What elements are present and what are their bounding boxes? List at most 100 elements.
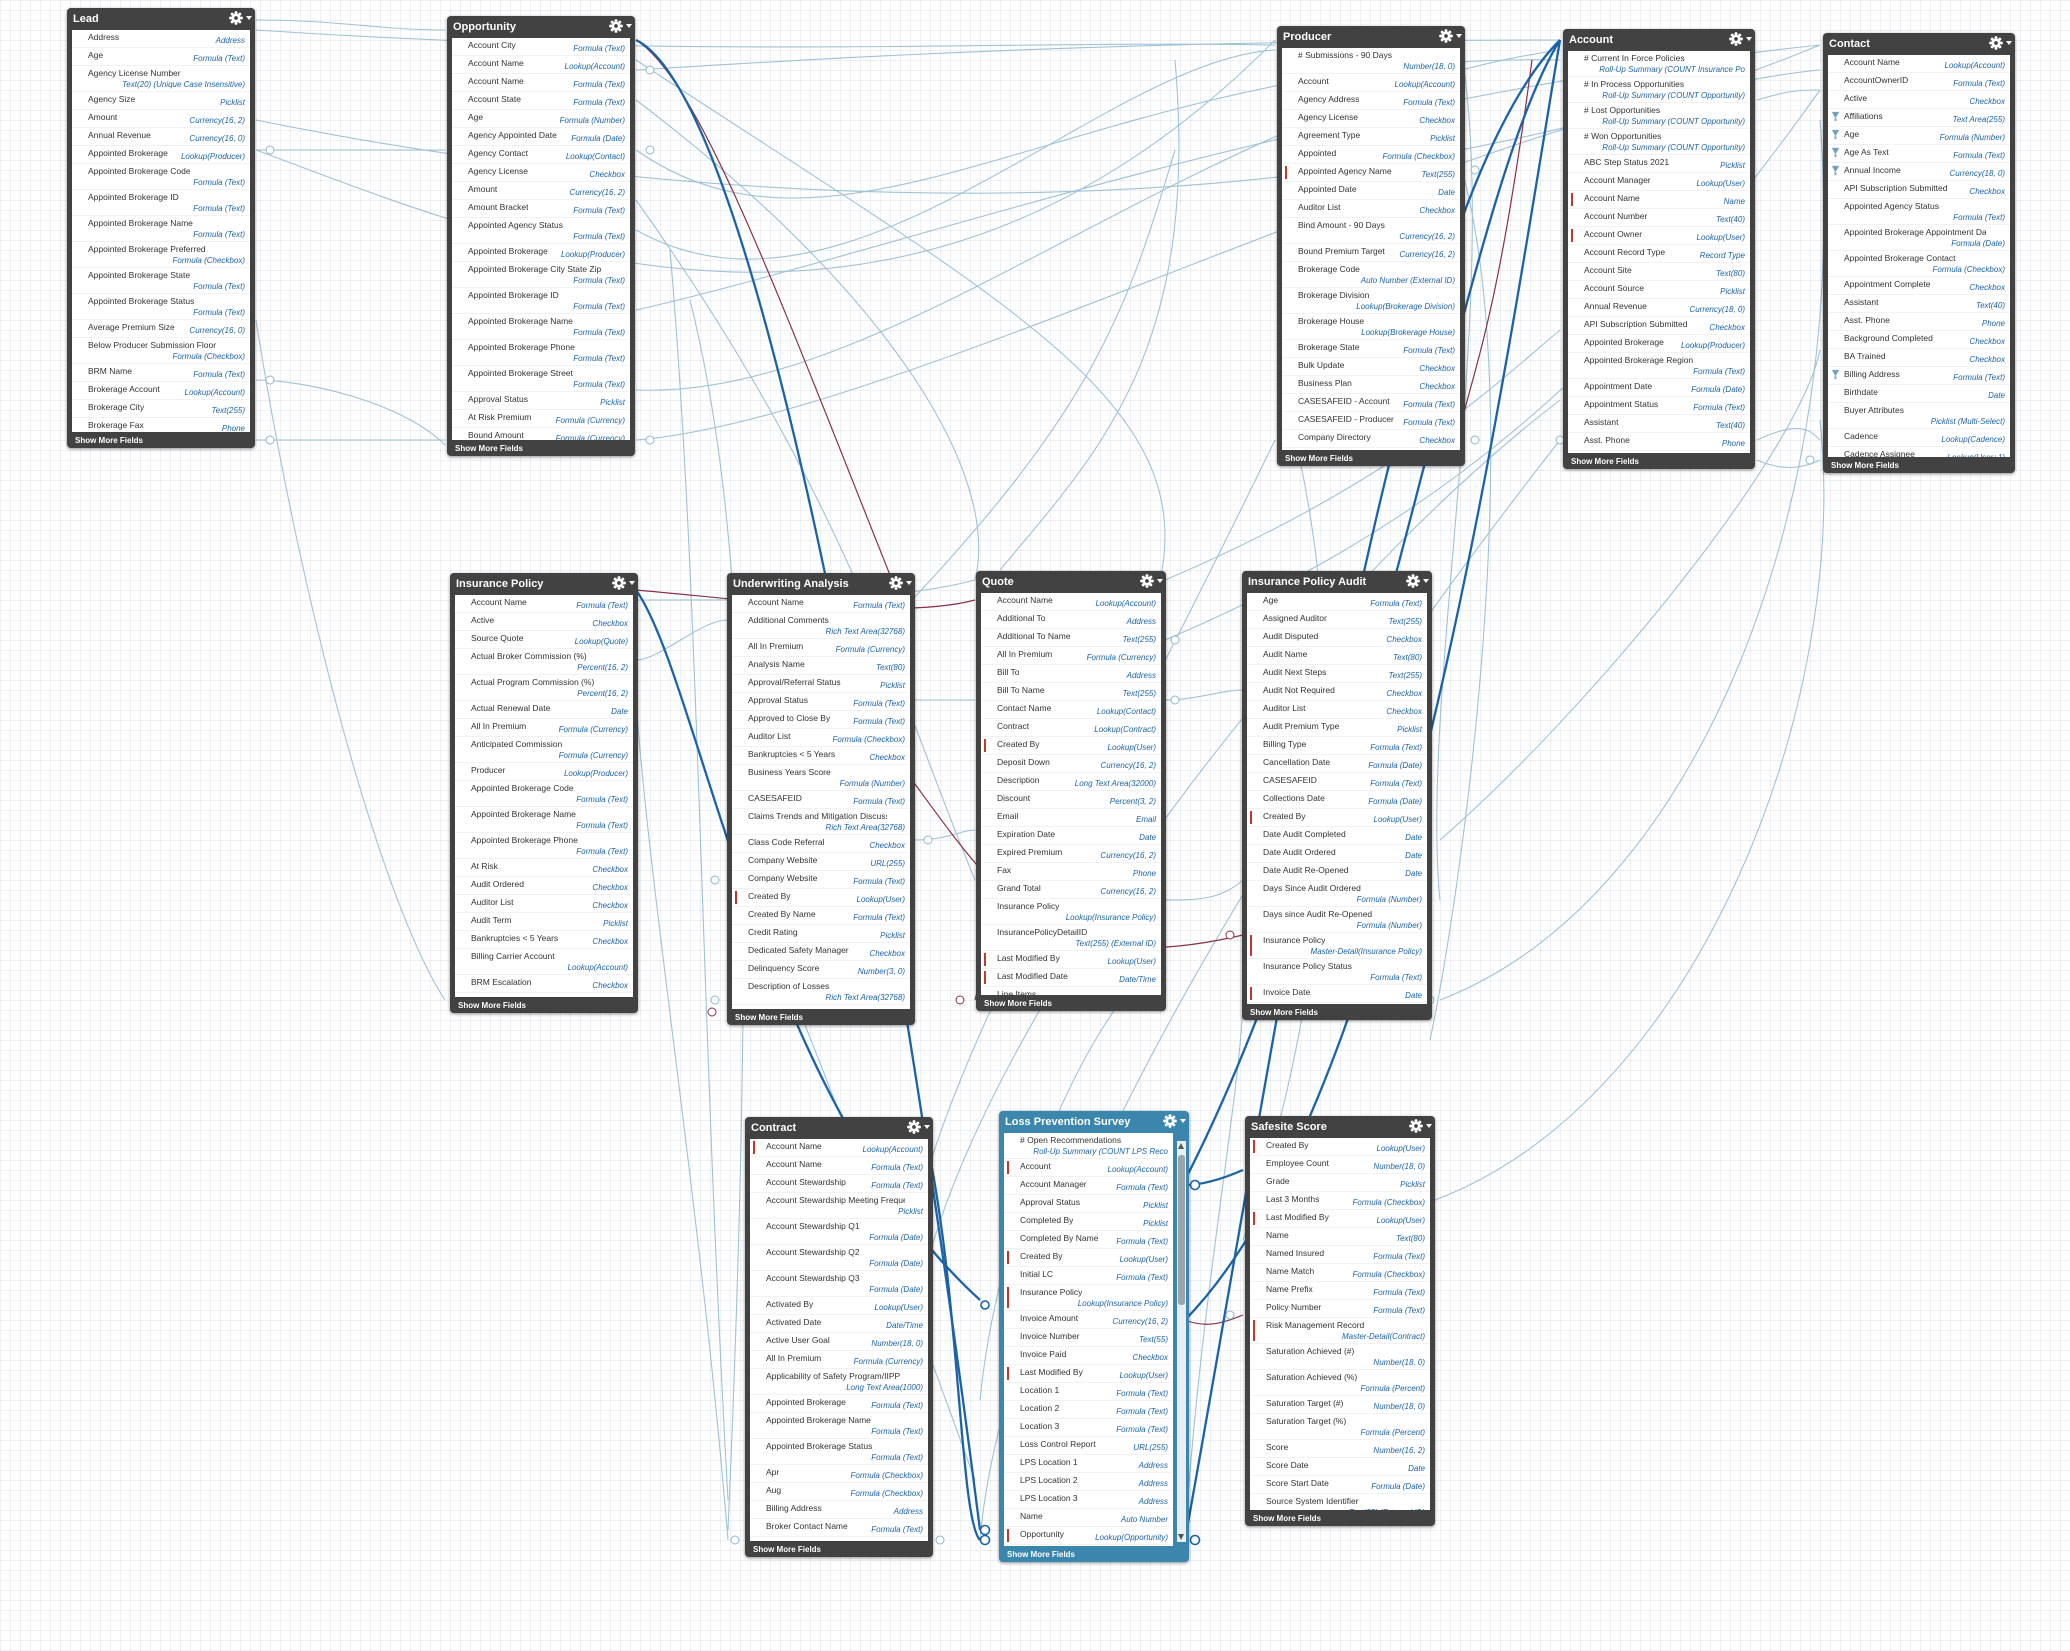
show-more-fields-link[interactable]: Show More Fields xyxy=(455,444,524,453)
show-more-fields-link[interactable]: Show More Fields xyxy=(75,436,144,445)
field-row[interactable]: Saturation Achieved (%)Formula (Percent) xyxy=(1250,1370,1430,1396)
card-header[interactable]: Contact xyxy=(1823,33,2015,55)
card-header[interactable]: Contract xyxy=(745,1117,933,1139)
field-row[interactable]: Actual Broker Commission (%)Percent(16, … xyxy=(455,649,633,675)
field-row[interactable]: AuditorCheckbox xyxy=(1568,451,1750,453)
gear-icon[interactable] xyxy=(1140,574,1154,588)
gear-icon[interactable] xyxy=(907,1120,921,1134)
show-more-fields-link[interactable]: Show More Fields xyxy=(1250,1008,1319,1017)
show-more-fields-link[interactable]: Show More Fields xyxy=(753,1545,822,1554)
chevron-down-icon[interactable] xyxy=(1180,1119,1186,1123)
gear-icon[interactable] xyxy=(1409,1119,1423,1133)
show-more-fields-link[interactable]: Show More Fields xyxy=(1831,461,1900,470)
card-header[interactable]: Account xyxy=(1563,29,1755,51)
scroll-up-icon[interactable] xyxy=(1178,1143,1184,1149)
chevron-down-icon[interactable] xyxy=(629,581,635,585)
